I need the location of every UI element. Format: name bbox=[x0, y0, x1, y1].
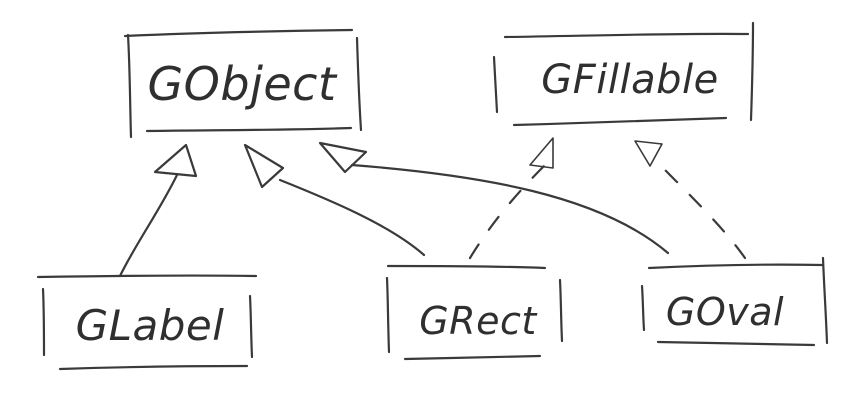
node-goval: GOval bbox=[640, 256, 829, 347]
arrowhead-goval-gfillable bbox=[634, 140, 663, 167]
node-glabel: GLabel bbox=[36, 274, 258, 371]
node-gobject-label: GObject bbox=[148, 57, 338, 111]
node-gfillable: GFillable bbox=[492, 21, 755, 127]
node-gfillable-label: GFillable bbox=[541, 57, 718, 103]
arrowhead-grect-gobject bbox=[243, 143, 285, 189]
edge-goval-gobject bbox=[318, 141, 670, 255]
edge-goval-gfillable bbox=[634, 140, 747, 260]
node-gobject: GObject bbox=[123, 28, 363, 139]
node-grect: GRect bbox=[385, 264, 564, 361]
node-glabel-label: GLabel bbox=[76, 301, 225, 350]
edge-grect-gfillable bbox=[468, 137, 554, 260]
node-grect-label: GRect bbox=[419, 299, 538, 343]
arrowhead-goval-gobject bbox=[318, 141, 368, 174]
arrowhead-grect-gfillable bbox=[529, 137, 554, 169]
arrowhead-glabel-gobject bbox=[153, 143, 198, 178]
edge-glabel-gobject bbox=[118, 143, 198, 278]
edge-grect-gobject bbox=[243, 143, 426, 257]
node-goval-label: GOval bbox=[666, 290, 784, 334]
